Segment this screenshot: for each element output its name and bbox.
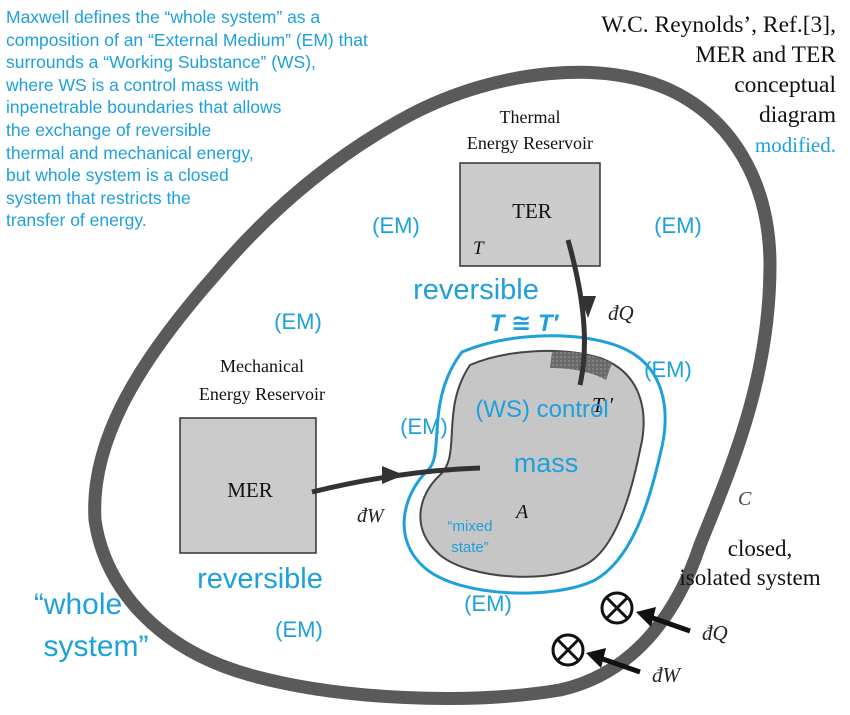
em-label: (EM) — [464, 591, 512, 616]
ws-label: (WS) control — [475, 396, 608, 423]
working-substance — [419, 349, 645, 578]
credit-modified: modified. — [754, 133, 836, 157]
work-symbol: đW — [357, 505, 386, 527]
ws-label-line: (WS) control — [475, 396, 608, 423]
temperature-equality: T ≅ T′ — [490, 310, 560, 337]
credit-line: MER and TER — [695, 42, 836, 68]
whole-system-1: “whole — [34, 588, 122, 621]
description-line: thermal and mechanical energy, — [6, 142, 254, 163]
blocked-work-icon — [551, 633, 641, 675]
system-boundary — [88, 65, 777, 705]
description-line: system that restricts the — [6, 187, 191, 208]
blocked-heat-label: đQ — [702, 621, 728, 645]
description-line: where WS is a control mass with — [6, 74, 259, 95]
description-line: inpenetrable boundaries that allows — [6, 97, 282, 118]
heat-symbol: đQ — [608, 301, 634, 325]
description-line: composition of an “External Medium” (EM)… — [6, 29, 368, 50]
ws-temp: T ′ — [592, 393, 614, 417]
ws-mass-label: mass — [514, 448, 579, 478]
whole-system-2: system” — [44, 630, 149, 663]
heat-arrow — [565, 239, 587, 386]
description-line: but whole system is a closed — [6, 165, 229, 186]
closed-label-2: isolated system — [679, 565, 820, 590]
reference-credit: W.C. Reynolds’, Ref.[3], MER and TER con… — [601, 10, 836, 160]
mer-box — [179, 417, 317, 554]
ter-box — [459, 162, 601, 267]
description-line: transfer of energy. — [6, 210, 147, 231]
mixed-state-2: state” — [451, 539, 489, 556]
em-label: (EM) — [400, 414, 448, 439]
credit-line: conceptual — [734, 72, 836, 98]
credit-line: W.C. Reynolds’, Ref.[3], — [601, 12, 836, 38]
description-text: Maxwell defines the “whole system” as a … — [6, 6, 368, 232]
em-label: (EM) — [274, 309, 322, 334]
em-label: (EM) — [654, 213, 702, 238]
closed-label-1: closed, — [728, 536, 793, 561]
ter-caption-1: Thermal — [500, 107, 561, 127]
em-label: (EM) — [275, 617, 323, 642]
mer-caption-2: Energy Reservoir — [199, 384, 325, 404]
ter-temp: T — [473, 238, 485, 259]
work-arrowhead — [382, 466, 404, 484]
reversible-heat-label: reversible — [413, 274, 539, 306]
heat-arrowhead — [580, 296, 596, 318]
mer-caption-1: Mechanical — [220, 356, 304, 376]
em-label: (EM) — [644, 357, 692, 382]
ter-caption-2: Energy Reservoir — [467, 133, 593, 153]
ter-label: TER — [512, 199, 552, 223]
reversible-work-label: reversible — [197, 563, 323, 595]
blocked-work-label: đW — [652, 663, 683, 687]
blocked-heat-icon — [600, 591, 691, 634]
description-line: surrounds a “Working Substance” (WS), — [6, 52, 316, 73]
description-line: the exchange of reversible — [6, 119, 212, 140]
mer-label: MER — [227, 478, 273, 502]
description-line: Maxwell defines the “whole system” as a — [6, 7, 321, 27]
em-label: (EM) — [372, 213, 420, 238]
mixed-state-1: “mixed — [447, 518, 492, 535]
ws-point-label: A — [514, 501, 529, 523]
boundary-label: C — [738, 488, 752, 510]
credit-line: diagram — [759, 102, 836, 128]
